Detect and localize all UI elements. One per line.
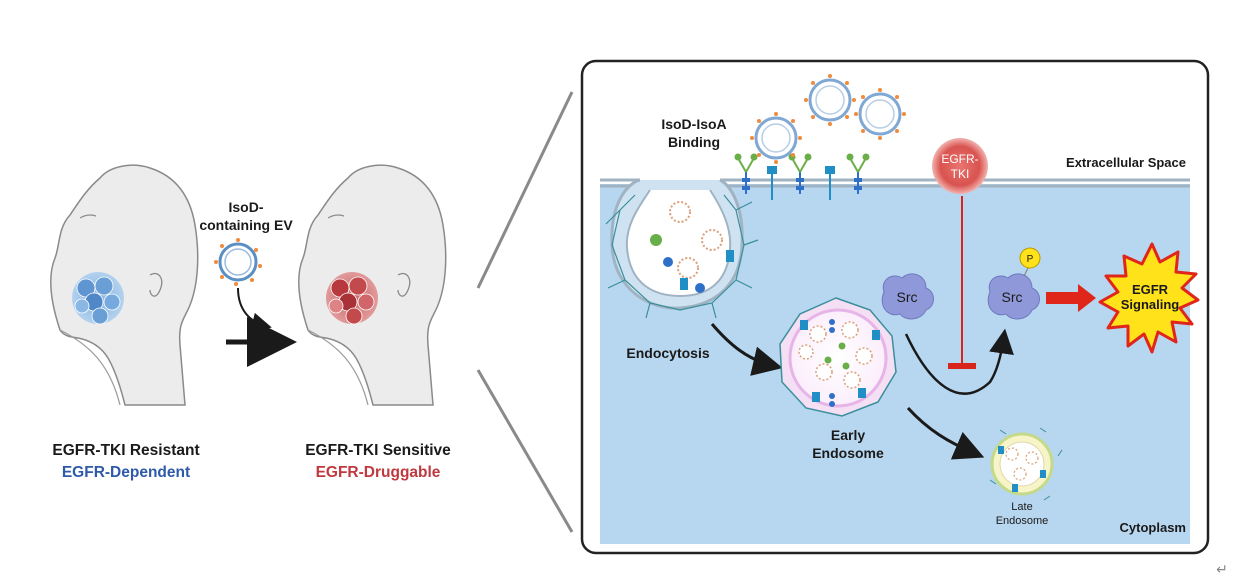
activation-arrow: [904, 328, 1014, 395]
src-phosphorylated: [987, 247, 1041, 320]
signaling-label-line2: Signaling: [1121, 297, 1180, 312]
late-endosome-label-line2: Endosome: [996, 515, 1049, 527]
early-endosome: [779, 297, 897, 417]
clathrin-coat: [605, 194, 759, 319]
binding-label-line1: IsoD-IsoA: [661, 116, 726, 132]
src-inactive: [881, 273, 934, 320]
tki-label-line2: TKI: [951, 167, 970, 181]
late-endosome-label-line1: Late: [1011, 501, 1032, 513]
return-glyph: ↵: [1216, 561, 1228, 577]
egfr-tki-drug: [932, 138, 988, 194]
tki-label-line1: EGFR-: [941, 152, 978, 166]
cytoplasm-label: Cytoplasm: [1120, 520, 1186, 535]
extracellular-label: Extracellular Space: [1066, 155, 1186, 170]
tumor-sensitive: [326, 272, 378, 325]
sensitive-title: EGFR-TKI Sensitive: [305, 442, 451, 459]
sensitive-subtitle: EGFR-Druggable: [316, 464, 441, 481]
mechanism-panel: EGFR- TKI Src: [580, 59, 1210, 555]
zoom-line-top: [476, 91, 574, 289]
zoom-line-bottom: [476, 369, 574, 533]
head-resistant: [50, 164, 199, 406]
maturation-arrow: [906, 406, 985, 460]
receptors: [734, 153, 870, 200]
early-endosome-label-line2: Endosome: [812, 445, 884, 461]
phospho-label: P: [1027, 254, 1034, 265]
tumor-resistant: [72, 272, 124, 325]
egfr-signaling-burst: [1098, 242, 1200, 354]
pit-vesicles: [650, 201, 734, 293]
signaling-label-line1: EGFR: [1132, 282, 1169, 297]
resistant-title: EGFR-TKI Resistant: [52, 442, 199, 459]
resistant-subtitle: EGFR-Dependent: [62, 464, 190, 481]
signaling-arrow: [1046, 284, 1096, 312]
endocytosis-arrow: [710, 323, 783, 376]
extracellular-vesicles: [750, 74, 906, 164]
early-endosome-label-line1: Early: [831, 427, 865, 443]
ev-curved-arrow: [237, 287, 272, 333]
ev-label-line2: containing EV: [199, 217, 293, 233]
ev-vesicle-icon: [214, 238, 262, 286]
src-right-label: Src: [1002, 289, 1023, 305]
src-left-label: Src: [897, 289, 918, 305]
binding-label-line2: Binding: [668, 134, 720, 150]
plasma-membrane: [600, 178, 1190, 310]
late-endosome: [989, 427, 1063, 501]
ev-label-line1: IsoD-: [229, 199, 264, 215]
endocytosis-label: Endocytosis: [626, 345, 709, 361]
